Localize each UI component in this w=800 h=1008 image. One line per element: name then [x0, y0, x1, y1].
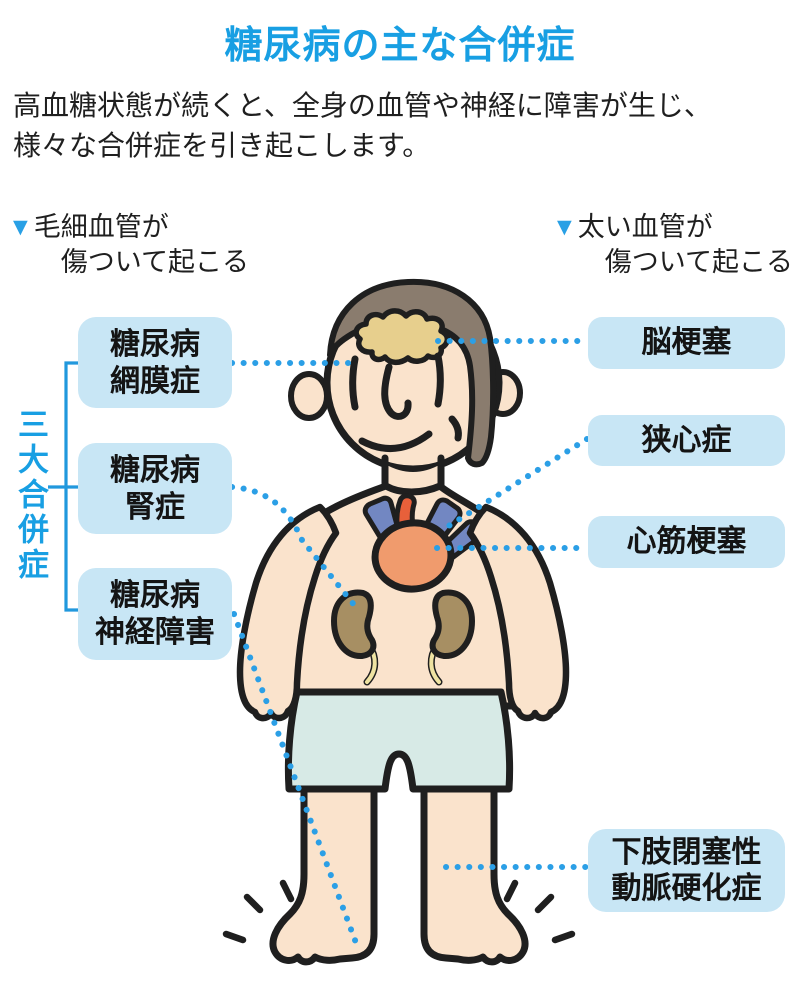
connector-angina-vessels — [444, 436, 590, 530]
intro-line-2: 様々な合併症を引き起こします。 — [13, 130, 431, 161]
label-lower-limb-arteriosclerosis: 下肢閉塞性 動脈硬化症 — [588, 829, 785, 912]
section-capillary-line2: 傷ついて起こる — [60, 247, 249, 277]
label-line: 下肢閉塞性 — [611, 835, 762, 869]
heart-icon — [371, 519, 455, 593]
nose-icon — [381, 363, 412, 420]
label-line: 動脈硬化症 — [611, 871, 762, 905]
label-line: 網膜症 — [110, 364, 200, 398]
section-large-vessel-line2: 傷ついて起こる — [604, 247, 793, 277]
arms — [236, 503, 570, 722]
worry-line-icon — [448, 415, 462, 442]
label-myocardial-infarction: 心筋梗塞 — [588, 516, 785, 568]
label-cerebral-infarction: 脳梗塞 — [588, 317, 785, 369]
label-diabetic-retinopathy: 糖尿病 網膜症 — [78, 317, 232, 408]
connector-lines — [229, 338, 590, 954]
page-title: 糖尿病の主な合併症 — [224, 25, 576, 67]
connector-neuropathy-foot — [231, 611, 362, 954]
emphasis-marks-feet — [222, 879, 576, 944]
kidneys-icon — [331, 589, 475, 686]
shorts-icon — [284, 688, 514, 793]
brain-icon — [353, 308, 451, 366]
intro-line-1: 高血糖状態が続くと、全身の血管や神経に障害が生じ、 — [13, 90, 712, 121]
intro-text: 高血糖状態が続くと、全身の血管や神経に障害が生じ、 様々な合併症を引き起こします… — [13, 86, 793, 166]
label-angina: 狭心症 — [588, 415, 785, 466]
frown-mouth-icon — [358, 430, 433, 453]
legs — [269, 776, 529, 966]
triangle-down-icon: ▼ — [552, 213, 577, 241]
label-line: 糖尿病 — [110, 453, 200, 487]
three-major-complications-label: 三大合併症 — [13, 408, 48, 583]
connector-nephropathy-kidney — [229, 484, 362, 614]
section-header-large-vessel: ▼ 太い血管が 傷ついて起こる — [552, 210, 793, 280]
section-large-vessel-line1: 太い血管が — [577, 212, 713, 242]
three-complications-bracket — [48, 361, 78, 612]
triangle-down-icon: ▼ — [8, 213, 33, 241]
label-line: 神経障害 — [95, 616, 215, 649]
label-line: 糖尿病 — [110, 579, 200, 612]
label-diabetic-neuropathy: 糖尿病 神経障害 — [78, 568, 232, 660]
right-eye-icon — [434, 352, 444, 408]
left-eye-icon — [349, 355, 359, 411]
section-capillary-line1: 毛細血管が — [33, 212, 169, 242]
label-line: 糖尿病 — [110, 327, 200, 361]
face-features — [349, 352, 462, 453]
label-diabetic-nephropathy: 糖尿病 腎症 — [78, 443, 232, 534]
section-header-capillary: ▼ 毛細血管が 傷ついて起こる — [8, 210, 249, 280]
label-line: 腎症 — [125, 490, 185, 524]
